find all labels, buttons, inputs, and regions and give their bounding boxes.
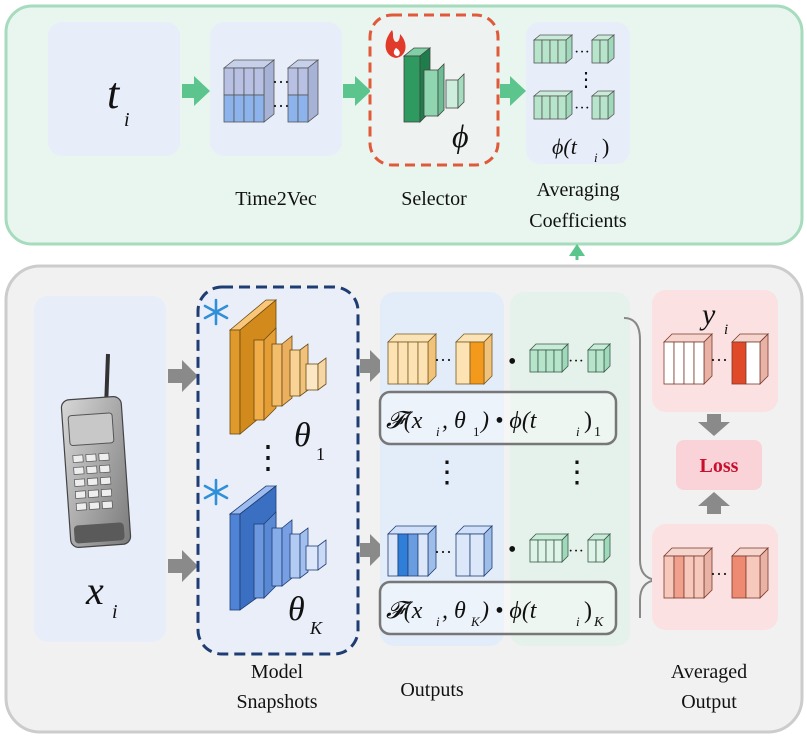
selector-symbol: ϕ <box>452 118 469 154</box>
svg-text:K: K <box>593 615 604 630</box>
fire-icon <box>385 30 406 58</box>
output-1-icon <box>387 333 437 385</box>
svg-text:i: i <box>436 424 440 439</box>
coefficients-close: ) <box>602 134 609 159</box>
svg-text:···: ··· <box>710 350 728 370</box>
green-arrow-3 <box>500 76 526 106</box>
formula-1-box <box>378 390 618 446</box>
weight-Kb-icon <box>587 533 611 563</box>
svg-text:𝓕(x: 𝓕(x <box>386 408 423 434</box>
gray-arrow-in-K <box>168 550 198 582</box>
output-1b-icon <box>455 333 493 385</box>
svg-text:···: ··· <box>272 72 290 92</box>
averaged-output-b-icon <box>731 547 769 599</box>
mobile-phone-icon <box>60 353 132 548</box>
svg-text:···: ··· <box>574 100 590 117</box>
averaged-label-2: Output <box>681 691 737 713</box>
snapshot-network-K-icon <box>228 485 327 611</box>
time-input-sub: i <box>124 109 130 131</box>
sum-brace <box>623 317 657 618</box>
svg-text:): ) <box>584 598 592 624</box>
loss-arrow-down <box>698 414 730 436</box>
selector-label: Selector <box>401 188 467 210</box>
selector-network-icon <box>402 47 465 123</box>
bullet-K: • <box>508 537 516 563</box>
loss-label: Loss <box>700 455 739 477</box>
averaged-output-icon <box>663 547 713 599</box>
theta-1: θ <box>294 417 311 454</box>
svg-text:···: ··· <box>568 353 584 370</box>
svg-text:···: ··· <box>434 542 452 562</box>
time-input-box <box>48 22 180 156</box>
svg-text:···: ··· <box>568 543 584 560</box>
weight-1b-icon <box>587 343 611 373</box>
snapshot-network-1-icon <box>228 299 327 435</box>
snowflake-icon <box>203 298 229 326</box>
time2vec-box <box>210 22 342 156</box>
formula-K: 𝓕(x i , θ K ) • ϕ(t i ) K <box>386 598 604 630</box>
outputs-label: Outputs <box>400 679 464 701</box>
green-arrow-2 <box>343 76 371 106</box>
svg-text:1: 1 <box>594 425 601 440</box>
coefficients-symbol: ϕ(t <box>552 134 578 159</box>
loss-box <box>676 440 762 490</box>
gray-arrow-in-1 <box>168 360 198 392</box>
svg-text:) • ϕ(t: ) • ϕ(t <box>479 408 538 434</box>
svg-text:i: i <box>576 424 580 439</box>
target-b-icon <box>731 333 769 385</box>
svg-text:K: K <box>470 614 481 629</box>
svg-text:···: ··· <box>434 350 452 370</box>
bullet-1: • <box>508 349 516 375</box>
weight-1-icon <box>529 343 569 373</box>
data-input-var: x <box>85 568 104 613</box>
snapshots-label-1: Model <box>251 661 304 683</box>
theta-K-sub: K <box>309 618 323 638</box>
svg-text:i: i <box>436 614 440 629</box>
theta-K: θ <box>288 591 305 628</box>
coefficients-icon: ··· ⋮ ··· <box>532 34 616 120</box>
output-Kb-icon <box>455 525 493 577</box>
target-var: y <box>699 298 716 331</box>
time2vec-embedding-icon: ··· ··· <box>222 59 320 123</box>
outputs-vdots: ⋮ <box>432 456 462 489</box>
time2vec-label: Time2Vec <box>235 188 317 210</box>
gray-arrow-out-K <box>360 534 386 566</box>
svg-text:i: i <box>576 614 580 629</box>
time-input-var: t <box>107 69 121 118</box>
theta-1-sub: 1 <box>316 444 325 464</box>
data-input-sub: i <box>112 601 118 623</box>
svg-text:⋮: ⋮ <box>576 69 596 91</box>
svg-text:𝓕(x: 𝓕(x <box>386 598 423 624</box>
coefficients-label-1: Averaging <box>537 179 620 201</box>
weights-vdots: ⋮ <box>562 456 592 489</box>
svg-text:, θ: , θ <box>442 408 466 434</box>
svg-text:, θ: , θ <box>442 598 466 624</box>
svg-text:···: ··· <box>272 96 290 116</box>
green-arrow-1 <box>182 76 210 106</box>
weight-K-icon <box>529 533 569 563</box>
snapshots-vdots: ⋮ <box>252 439 284 475</box>
svg-text:): ) <box>584 408 592 434</box>
loss-arrow-up <box>698 492 730 514</box>
averaged-label-1: Averaged <box>671 661 747 683</box>
svg-text:···: ··· <box>710 564 728 584</box>
formula-1: 𝓕(x i , θ 1 ) • ϕ(t i ) 1 <box>386 408 601 440</box>
svg-text:1: 1 <box>473 424 480 439</box>
output-K-icon <box>387 525 437 577</box>
target-icon <box>663 333 713 385</box>
formula-K-box <box>378 580 618 636</box>
svg-text:···: ··· <box>574 44 590 61</box>
coefficients-sub: i <box>594 150 598 165</box>
svg-text:) • ϕ(t: ) • ϕ(t <box>479 598 538 624</box>
target-sub: i <box>724 322 728 338</box>
coefficients-label-2: Coefficients <box>529 210 627 232</box>
snapshots-label-2: Snapshots <box>236 691 317 713</box>
snowflake-icon-2 <box>203 478 229 506</box>
gray-arrow-out-1 <box>360 350 386 382</box>
